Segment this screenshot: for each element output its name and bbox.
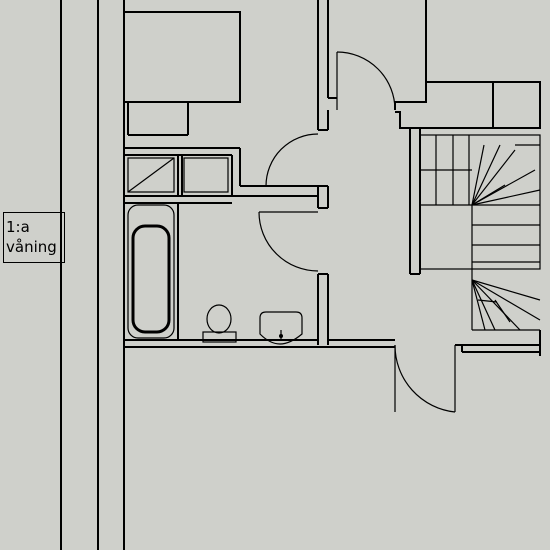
bottom-right-walls	[455, 330, 541, 356]
sink	[259, 311, 303, 345]
toilet	[202, 304, 237, 343]
door-bottom-center	[394, 344, 456, 413]
top-left-room-walls	[124, 11, 241, 136]
door-top-center	[336, 51, 396, 111]
door-hall-upper	[265, 133, 319, 187]
floor-label: 1:a våning	[3, 212, 65, 263]
floor-label-line1: 1:a	[6, 218, 30, 236]
bathroom-walls	[124, 147, 395, 348]
bathroom-cabinets	[127, 157, 229, 193]
floor-label-line2: våning	[6, 238, 57, 256]
door-hall-lower	[258, 211, 319, 272]
left-outer-walls	[60, 0, 125, 550]
central-walls	[317, 0, 337, 345]
right-room-walls	[394, 0, 541, 275]
bathtub	[127, 204, 175, 339]
staircase	[419, 134, 541, 331]
